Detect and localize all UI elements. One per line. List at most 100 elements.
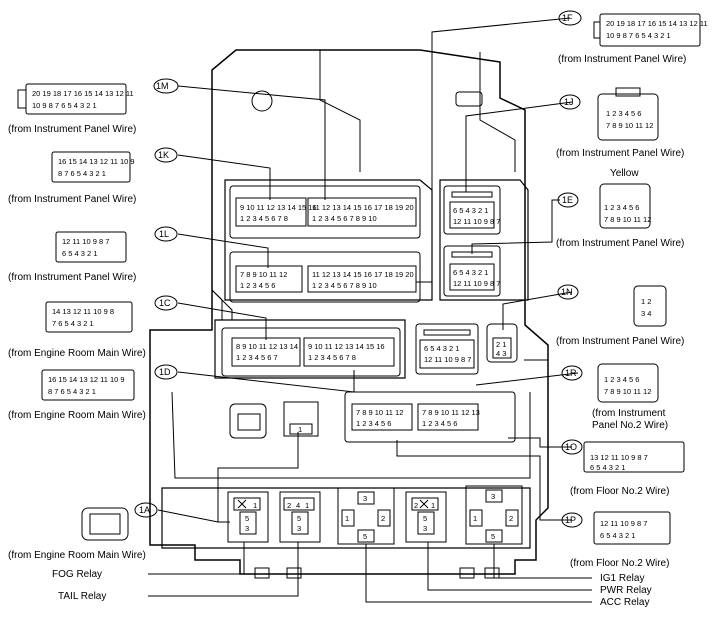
svg-text:1D: 1D xyxy=(159,367,171,377)
block-p-row1: 7 8 9 10 11 12 13 xyxy=(422,408,480,417)
svg-text:3: 3 xyxy=(363,494,367,503)
svg-text:1C: 1C xyxy=(159,298,171,308)
block-l-row1: 7 8 9 10 11 12 xyxy=(240,270,287,279)
svg-text:6 5 4 3 2 1: 6 5 4 3 2 1 xyxy=(600,531,635,540)
socket-1m-pins: 11 12 13 14 15 16 17 18 19 20 1 2 3 4 5 … xyxy=(312,203,414,223)
block-k-row1: 9 10 11 12 13 14 15 16 xyxy=(240,203,317,212)
block-p-row2: 1 2 3 4 5 6 xyxy=(422,419,457,428)
svg-text:1L: 1L xyxy=(159,229,169,239)
connector-tags: 1F 1M 1J 1K 1E 1L 1C 1N 1D 1R 1O 1A 1P xyxy=(134,10,583,528)
socket-small-left xyxy=(229,403,267,439)
svg-text:1: 1 xyxy=(431,501,435,510)
svg-text:12 11 10 9 8 7: 12 11 10 9 8 7 xyxy=(600,519,647,528)
label-1m: (from Instrument Panel Wire) xyxy=(8,124,136,135)
tag-1l: 1L xyxy=(154,226,178,242)
label-1l: (from Instrument Panel Wire) xyxy=(8,272,136,283)
relay-socket-pwr: 2 1 5 3 xyxy=(405,491,447,543)
block-j-row2: 12 11 10 9 8 7 xyxy=(453,217,500,226)
svg-text:3: 3 xyxy=(491,492,495,501)
tag-1r: 1R xyxy=(561,365,583,381)
label-1a: (from Engine Room Main Wire) xyxy=(8,550,146,561)
svg-text:20 19 18 17 16 15 14 13 12 11: 20 19 18 17 16 15 14 13 12 11 xyxy=(606,19,708,28)
svg-text:2: 2 xyxy=(287,501,291,510)
block-d-row2: 1 2 3 4 5 6 7 8 xyxy=(308,353,356,362)
svg-text:1J: 1J xyxy=(564,97,574,107)
svg-text:10 9 8 7 6 5 4 3 2 1: 10 9 8 7 6 5 4 3 2 1 xyxy=(606,31,671,40)
label-fog-relay: FOG Relay xyxy=(52,569,102,580)
label-1d: (from Engine Room Main Wire) xyxy=(8,410,146,421)
block-f-row1: 11 12 13 14 15 16 17 18 19 20 xyxy=(312,270,414,279)
svg-text:16 15 14 13 12 11 10 9: 16 15 14 13 12 11 10 9 xyxy=(58,157,135,166)
socket-1r: 6 5 4 3 2 1 12 11 10 9 8 7 xyxy=(415,323,479,375)
tag-1e: 1E xyxy=(557,192,579,208)
socket-1n: 2 1 4 3 xyxy=(486,323,518,363)
block-m-row1: 11 12 13 14 15 16 17 18 19 20 xyxy=(312,203,414,212)
svg-text:1P: 1P xyxy=(565,515,576,525)
svg-text:2: 2 xyxy=(509,514,513,523)
block-n-row1: 2 1 xyxy=(496,340,506,349)
tag-1o: 1O xyxy=(561,439,583,455)
connector-1d: 16 15 14 13 12 11 10 9 8 7 6 5 4 3 2 1 xyxy=(41,369,135,401)
svg-text:1R: 1R xyxy=(565,368,577,378)
relay-socket-ig1: 3 1 2 5 xyxy=(465,485,523,545)
svg-text:5: 5 xyxy=(297,514,301,523)
connector-1k: 16 15 14 13 12 11 10 9 8 7 6 5 4 3 2 1 xyxy=(51,151,135,183)
tag-1n: 1N xyxy=(557,284,579,300)
label-1e: (from Instrument Panel Wire) xyxy=(556,238,684,249)
block-o-row1: 7 8 9 10 11 12 xyxy=(356,408,403,417)
label-1j: (from Instrument Panel Wire) xyxy=(556,148,684,159)
svg-text:5: 5 xyxy=(491,532,495,541)
svg-text:16 15 14 13 12 11 10 9: 16 15 14 13 12 11 10 9 xyxy=(48,375,125,384)
svg-text:20 19 18 17 16 15 14 13 12 11: 20 19 18 17 16 15 14 13 12 11 xyxy=(32,89,134,98)
svg-text:1F: 1F xyxy=(562,13,573,23)
svg-text:14 13 12 11 10 9 8: 14 13 12 11 10 9 8 xyxy=(52,307,114,316)
svg-text:1 2: 1 2 xyxy=(641,297,651,306)
svg-text:1O: 1O xyxy=(565,442,577,452)
connector-1n: 1 2 3 4 xyxy=(633,285,667,327)
connector-1p: 12 11 10 9 8 7 6 5 4 3 2 1 xyxy=(593,511,671,545)
svg-text:8 7 6 5 4 3 2 1: 8 7 6 5 4 3 2 1 xyxy=(58,169,106,178)
svg-text:1: 1 xyxy=(345,514,349,523)
block-c-row1: 8 9 10 11 12 13 14 xyxy=(236,342,298,351)
svg-text:2: 2 xyxy=(414,501,418,510)
tag-1a: 1A xyxy=(134,502,158,518)
svg-text:8 7 6 5 4 3 2 1: 8 7 6 5 4 3 2 1 xyxy=(48,387,96,396)
block-r-row1: 6 5 4 3 2 1 xyxy=(424,344,459,353)
tag-1j: 1J xyxy=(559,94,581,110)
svg-text:1E: 1E xyxy=(562,195,573,205)
svg-text:1: 1 xyxy=(305,501,309,510)
svg-text:7 8 9 10 11 12: 7 8 9 10 11 12 xyxy=(606,121,653,130)
block-e-row1: 6 5 4 3 2 1 xyxy=(453,268,488,277)
svg-text:1K: 1K xyxy=(158,150,169,160)
relay-socket-tail: 2 4 1 5 3 xyxy=(279,491,321,543)
label-1c: (from Engine Room Main Wire) xyxy=(8,348,146,359)
relay-socket-acc: 3 1 2 5 xyxy=(337,487,395,545)
svg-text:12 11 10 9 8 7: 12 11 10 9 8 7 xyxy=(62,237,109,246)
block-a-pin: 1 xyxy=(298,425,302,434)
label-1k: (from Instrument Panel Wire) xyxy=(8,194,136,205)
label-yellow: Yellow xyxy=(610,168,639,179)
tag-1p: 1P xyxy=(561,512,583,528)
svg-text:4: 4 xyxy=(296,501,300,510)
label-1f: (from Instrument Panel Wire) xyxy=(558,54,686,65)
socket-1j: 6 5 4 3 2 1 12 11 10 9 8 7 xyxy=(443,185,501,235)
svg-text:1: 1 xyxy=(473,514,477,523)
label-acc-relay: ACC Relay xyxy=(600,597,649,608)
svg-text:7 8 9 10 11 12: 7 8 9 10 11 12 xyxy=(604,215,651,224)
block-k-row2: 1 2 3 4 5 6 7 8 xyxy=(240,214,288,223)
connector-1e: 1 2 3 4 5 6 7 8 9 10 11 12 xyxy=(599,183,651,229)
connector-1m: 20 19 18 17 16 15 14 13 12 11 10 9 8 7 6… xyxy=(17,83,134,115)
svg-text:6 5 4 3 2 1: 6 5 4 3 2 1 xyxy=(62,249,97,258)
svg-text:1M: 1M xyxy=(156,81,169,91)
svg-text:1 2 3 4 5 6: 1 2 3 4 5 6 xyxy=(606,109,641,118)
label-tail-relay: TAIL Relay xyxy=(58,591,106,602)
leader-lines xyxy=(148,17,592,603)
connector-1c: 14 13 12 11 10 9 8 7 6 5 4 3 2 1 xyxy=(45,301,133,333)
svg-text:1N: 1N xyxy=(561,287,573,297)
block-e-row2: 12 11 10 9 8 7 xyxy=(453,279,500,288)
svg-text:1A: 1A xyxy=(139,505,150,515)
tag-1d: 1D xyxy=(154,364,178,380)
svg-text:2: 2 xyxy=(381,514,385,523)
svg-text:10 9 8 7 6 5 4 3 2 1: 10 9 8 7 6 5 4 3 2 1 xyxy=(32,101,97,110)
socket-1k-pins: 9 10 11 12 13 14 15 16 1 2 3 4 5 6 7 8 xyxy=(240,203,317,223)
